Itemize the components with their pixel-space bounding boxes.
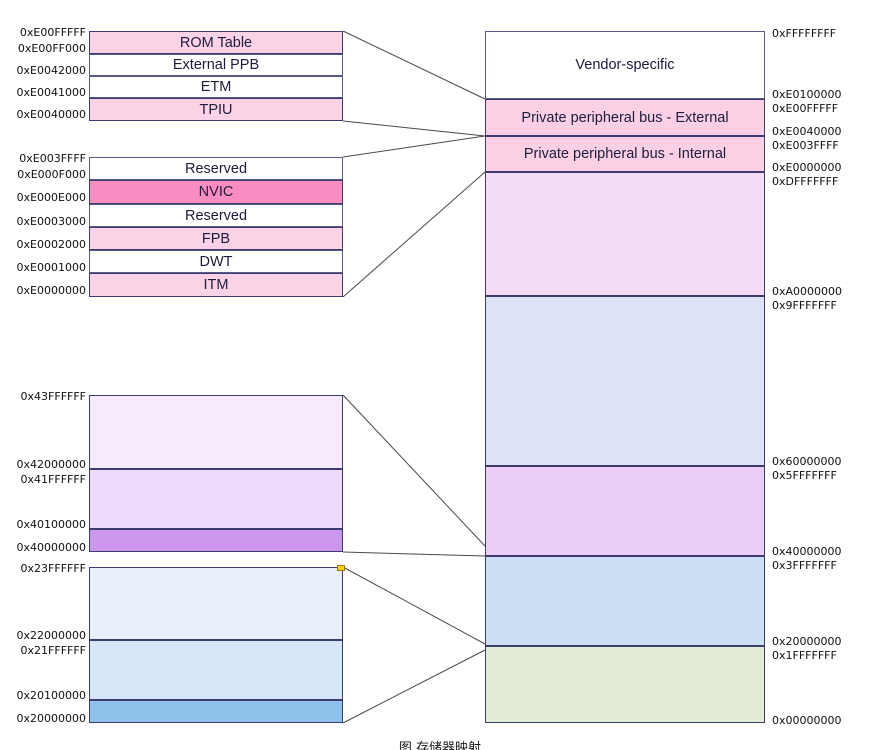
memory-region-external-ram[interactable]: External RAM 1.0GB [485, 296, 765, 466]
address-label: 0x9FFFFFFF [772, 299, 837, 312]
ppb-row-label: NVIC [198, 184, 234, 200]
peripheral-bitband-31mb[interactable]: 31MB [89, 469, 343, 529]
address-label: 0x40000000 [16, 541, 87, 554]
address-label: 0xE0002000 [16, 238, 86, 251]
ppb-row-etm[interactable]: ETM [89, 76, 343, 98]
address-label: 0x00000000 [772, 714, 842, 727]
memory-region-ppb-external[interactable]: Private peripheral bus - External [485, 99, 765, 136]
address-label: 0xE0042000 [16, 64, 86, 77]
sram-bitband-31mb[interactable]: 31MB [89, 640, 343, 700]
address-label: 0x22000000 [16, 629, 87, 642]
address-label: 0xE0001000 [16, 261, 86, 274]
address-label: 0x20100000 [16, 689, 87, 702]
address-label: 0x40000000 [772, 545, 842, 558]
peripheral-bitband-alias[interactable]: 32MB Bit Band Alias [89, 395, 343, 469]
address-label: 0xE0000000 [772, 161, 842, 174]
address-label: 0xE00FFFFF [772, 102, 839, 115]
connector-peripheral-bottom [342, 551, 486, 557]
ppb-row-label: DWT [199, 253, 233, 270]
connector-ppb-external-top [342, 30, 486, 100]
address-label: 0xE0041000 [16, 86, 86, 99]
ppb-row-label: ITM [203, 277, 229, 293]
ppb-row-nvic[interactable]: NVIC [89, 180, 343, 204]
address-label: 0xE000E000 [16, 191, 86, 204]
memory-region-label: Private peripheral bus - External [521, 109, 729, 126]
memory-region-vendor-specific[interactable]: Vendor-specific [485, 31, 765, 99]
address-label: 0x23FFFFFF [20, 562, 86, 575]
address-label: 0x40100000 [16, 518, 87, 531]
ppb-row-rom-table[interactable]: ROM Table [89, 31, 343, 54]
address-label: 0xE000F000 [17, 168, 86, 181]
address-label: 0xDFFFFFFF [772, 175, 839, 188]
sram-bitband-region[interactable]: 1MB Bit Band region [89, 700, 343, 723]
address-label: 0x41FFFFFF [20, 473, 86, 486]
address-label: 0xA0000000 [772, 285, 843, 298]
resize-handle[interactable] [337, 565, 345, 571]
address-label: 0xE00FFFFF [19, 26, 86, 39]
figure-caption: 图 存储器映射 [398, 741, 482, 750]
ppb-row-reserved-lower[interactable]: Reserved [89, 204, 343, 227]
address-label: 0x1FFFFFFF [772, 649, 837, 662]
address-label: 0xE0040000 [772, 125, 842, 138]
address-label: 0xFFFFFFFF [772, 27, 837, 40]
ppb-row-fpb[interactable]: FPB [89, 227, 343, 250]
address-label: 0x42000000 [16, 458, 87, 471]
peripheral-bitband-region[interactable]: 1MB Bit Band region [89, 529, 343, 552]
connector-peripheral-top [342, 394, 486, 547]
ppb-row-label: Reserved [184, 207, 248, 224]
address-label: 0x5FFFFFFF [772, 469, 837, 482]
address-label: 0xE003FFFF [19, 152, 86, 165]
connector-sram-bottom [342, 649, 486, 724]
sram-bitband-alias[interactable]: 32MB Bit Band Alias [89, 567, 343, 640]
address-label: 0x21FFFFFF [20, 644, 86, 657]
ppb-row-label: ROM Table [179, 34, 253, 51]
address-label: 0xE00FF000 [17, 42, 86, 55]
address-label: 0xE0003000 [16, 215, 86, 228]
memory-region-peripheral[interactable]: Peripheral 0.5GB [485, 466, 765, 556]
address-label: 0xE003FFFF [772, 139, 839, 152]
ppb-row-dwt[interactable]: DWT [89, 250, 343, 273]
ppb-row-label: FPB [201, 230, 231, 247]
address-label: 0x43FFFFFF [20, 390, 86, 403]
connector-sram-top [342, 566, 486, 645]
ppb-row-label: ETM [200, 79, 232, 95]
address-label: 0xE0000000 [16, 284, 86, 297]
address-label: 0x20000000 [16, 712, 87, 725]
ppb-row-reserved-upper[interactable]: Reserved [89, 157, 343, 180]
address-label: 0x20000000 [772, 635, 842, 648]
memory-region-label: Vendor-specific [575, 57, 675, 73]
address-label: 0x60000000 [772, 455, 842, 468]
ppb-row-label: Reserved [184, 160, 248, 177]
address-label: 0x3FFFFFFF [772, 559, 837, 572]
ppb-row-tpiu[interactable]: TPIU [89, 98, 343, 121]
ppb-row-external-ppb[interactable]: External PPB [89, 54, 343, 76]
connector-ppb-internal-bottom [342, 171, 486, 298]
ppb-row-itm[interactable]: ITM [89, 273, 343, 297]
memory-region-label: Private peripheral bus - Internal [523, 146, 727, 162]
memory-region-code[interactable]: Code 0.5GB [485, 646, 765, 723]
ppb-row-label: TPIU [199, 101, 233, 118]
memory-region-ppb-internal[interactable]: Private peripheral bus - Internal [485, 136, 765, 172]
address-label: 0xE0100000 [772, 88, 842, 101]
connector-ppb-external-bottom [342, 120, 486, 137]
memory-region-external-device[interactable]: External device 1.0GB [485, 172, 765, 296]
ppb-row-label: External PPB [172, 57, 260, 73]
address-label: 0xE0040000 [16, 108, 86, 121]
memory-region-sram[interactable]: SRAM 0.5GB [485, 556, 765, 646]
connector-ppb-internal-top [342, 135, 486, 158]
